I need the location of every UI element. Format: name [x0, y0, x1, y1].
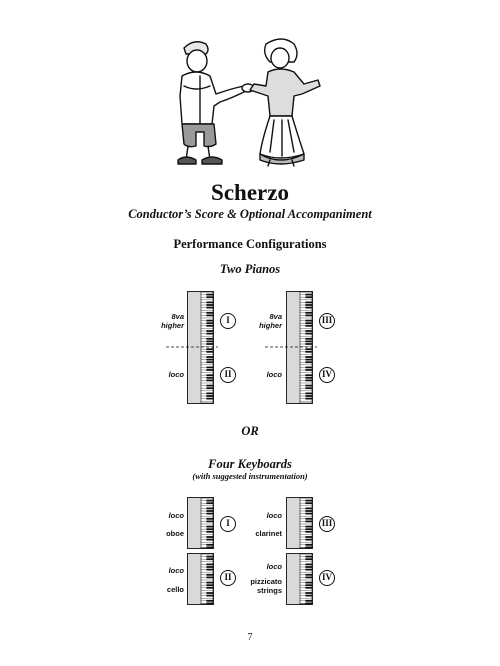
keyboard-IV-badge: IV — [319, 570, 335, 586]
section-title: Performance Configurations — [173, 237, 327, 251]
split-line-1 — [166, 346, 218, 348]
piano-1-lower-label: loco — [168, 370, 184, 379]
piano-2-keyboard — [286, 291, 313, 404]
keyboard-I-badge: I — [220, 516, 236, 532]
part-IV-badge: IV — [319, 367, 335, 383]
or-divider: OR — [241, 424, 259, 438]
keyboard-IV — [286, 553, 313, 605]
keyboard-I-label-1: loco — [168, 511, 184, 520]
two-pianos-heading: Two Pianos — [219, 262, 281, 276]
page-number: 7 — [247, 632, 253, 643]
keyboard-III-label-2: clarinet — [255, 529, 282, 538]
keyboard-III — [286, 497, 313, 549]
keyboard-II-badge: II — [220, 570, 236, 586]
keyboard-III-badge: III — [319, 516, 335, 532]
keyboard-I — [187, 497, 214, 549]
four-keyboards-heading: Four Keyboards — [208, 457, 292, 471]
keyboard-IV-label-1: loco — [266, 562, 282, 571]
page-title: Scherzo — [211, 180, 289, 205]
part-II-badge: II — [220, 367, 236, 383]
keyboard-II — [187, 553, 214, 605]
keyboard-I-label-2: oboe — [166, 529, 184, 538]
dancers-illustration — [177, 38, 321, 167]
piano-1-keyboard — [187, 291, 214, 404]
piano-2-lower-label: loco — [266, 370, 282, 379]
part-I-badge: I — [220, 313, 236, 329]
part-III-badge: III — [319, 313, 335, 329]
split-line-2 — [265, 346, 317, 348]
keyboard-II-label-1: loco — [168, 566, 184, 575]
page-subtitle: Conductor’s Score & Optional Accompanime… — [128, 207, 372, 221]
keyboard-II-label-2: cello — [166, 585, 184, 594]
keyboard-III-label-1: loco — [266, 511, 282, 520]
instrumentation-note: (with suggested instrumentation) — [192, 471, 308, 481]
